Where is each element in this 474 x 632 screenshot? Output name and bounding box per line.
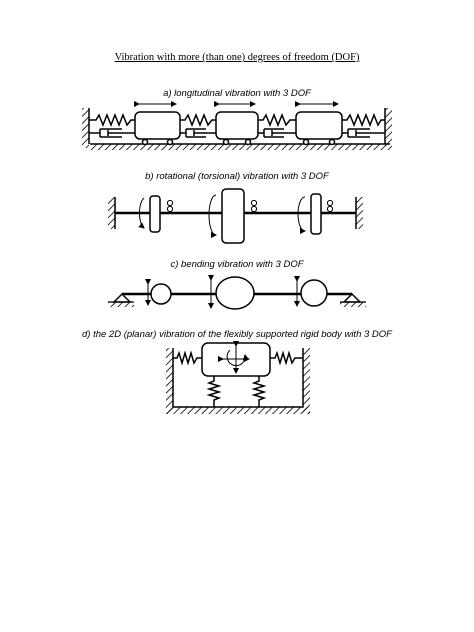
bearing-b3 xyxy=(326,199,334,213)
damper-a3 xyxy=(258,128,296,138)
spring-d-bottom-right xyxy=(251,376,267,407)
wheel-a3-right xyxy=(328,138,336,146)
wall-right-b xyxy=(356,197,363,229)
mass-a3 xyxy=(295,111,343,140)
frame-left-hatch-d xyxy=(166,348,173,414)
spring-a3 xyxy=(258,112,296,128)
wheel-a1-left xyxy=(141,138,149,146)
caption-d: d) the 2D (planar) vibration of the flex… xyxy=(82,329,392,340)
spring-d-right xyxy=(270,350,303,366)
bearing-b2 xyxy=(250,199,258,213)
mass-c3 xyxy=(300,279,328,307)
panel-b-torsional xyxy=(108,188,363,244)
damper-a1 xyxy=(89,128,135,138)
wheel-a2-left xyxy=(222,138,230,146)
wall-right-a xyxy=(385,108,392,148)
wall-left-b xyxy=(108,197,115,229)
arrow-d-rotation xyxy=(226,349,249,367)
panel-d-planar xyxy=(166,341,310,414)
wheel-a1-right xyxy=(166,138,174,146)
spring-a1 xyxy=(89,112,135,128)
panel-c-bending xyxy=(108,275,366,310)
spring-a4 xyxy=(342,112,385,128)
rotation-arrow-b2 xyxy=(208,194,217,238)
page-title: Vibration with more (than one) degrees o… xyxy=(114,52,360,63)
disk-b1 xyxy=(149,195,161,233)
mass-c2 xyxy=(215,276,255,310)
spring-d-bottom-left xyxy=(206,376,222,407)
bearing-b1 xyxy=(166,199,174,213)
wheel-a2-right xyxy=(244,138,252,146)
damper-a4 xyxy=(342,128,385,138)
disk-b3 xyxy=(310,193,322,235)
frame-line-d xyxy=(172,348,304,408)
spring-a2 xyxy=(180,112,216,128)
ground-hatch-a xyxy=(90,144,390,150)
mass-a1 xyxy=(134,111,181,140)
rotation-arrow-b1 xyxy=(138,197,145,229)
spring-d-left xyxy=(173,350,202,366)
wheel-a3-left xyxy=(302,138,310,146)
support-right-hatch-c xyxy=(340,302,366,307)
mass-a2 xyxy=(215,111,259,140)
damper-a2 xyxy=(180,128,216,138)
caption-c: c) bending vibration with 3 DOF xyxy=(170,259,304,270)
frame-right-hatch-d xyxy=(303,348,310,414)
support-left-hatch-c xyxy=(108,302,134,307)
caption-a: a) longitudinal vibration with 3 DOF xyxy=(163,88,311,99)
panel-a-longitudinal xyxy=(82,101,392,150)
mass-c1 xyxy=(150,283,172,305)
disk-b2 xyxy=(221,188,245,244)
caption-b: b) rotational (torsional) vibration with… xyxy=(145,171,329,182)
rotation-arrow-b3 xyxy=(297,196,306,234)
frame-bottom-hatch-d xyxy=(166,407,310,414)
wall-left-a xyxy=(82,108,89,148)
